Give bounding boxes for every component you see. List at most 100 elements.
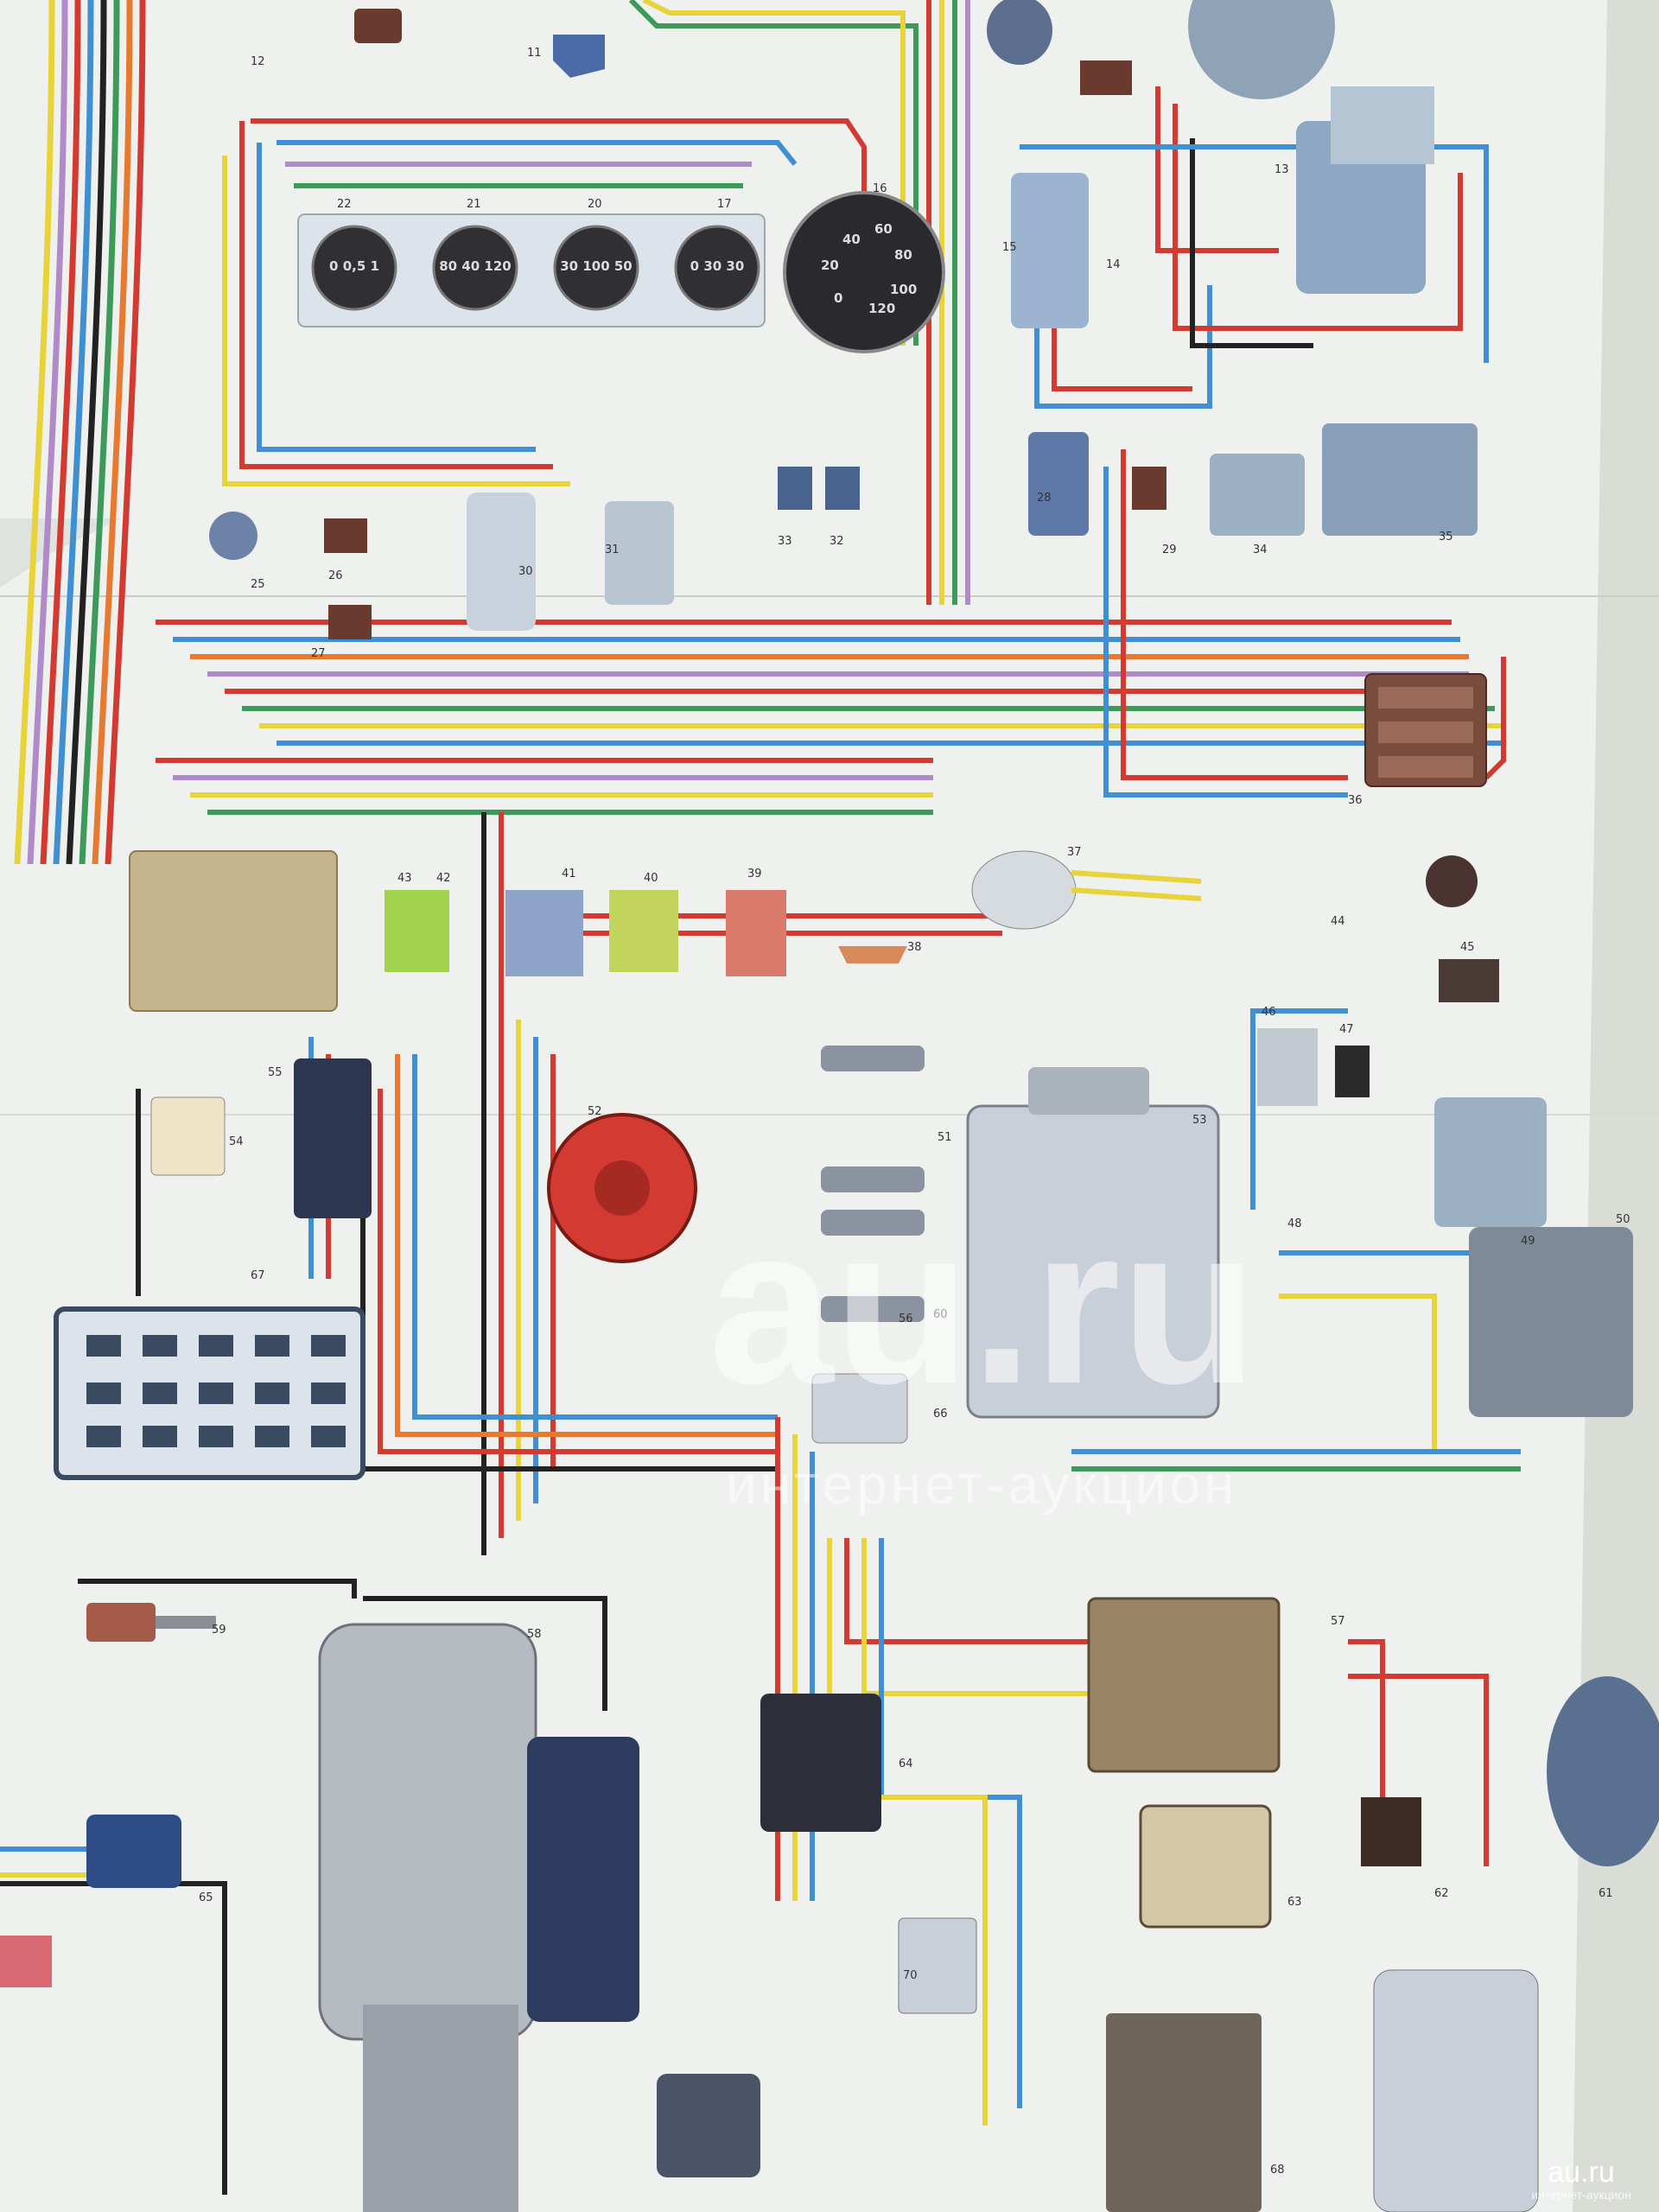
component-number: 51 <box>938 1131 952 1144</box>
component-number: 57 <box>1331 1615 1345 1628</box>
switch-component <box>1132 467 1166 510</box>
component-number: 30 <box>518 565 533 578</box>
component-number: 45 <box>1460 941 1475 954</box>
component-number: 41 <box>562 868 576 880</box>
component-number: 58 <box>527 1628 542 1641</box>
fuse-panel <box>54 1306 365 1480</box>
distributor-cap <box>1469 1227 1633 1417</box>
component-number: 54 <box>229 1135 244 1148</box>
switch-component <box>86 1815 181 1888</box>
sensor-component <box>385 890 449 972</box>
spark-plug <box>821 1166 925 1192</box>
poster-fold-right <box>1573 0 1659 2212</box>
instrument-panel: 0 0,5 1 22 80 40 120 21 30 100 50 20 0 3… <box>297 182 945 353</box>
speedometer-number: 16 <box>873 182 887 195</box>
component-number: 36 <box>1348 794 1363 807</box>
lamp-component <box>1426 855 1478 907</box>
gauge-number: 21 <box>467 198 481 211</box>
voltage-regulator <box>760 1694 881 1832</box>
component-number: 32 <box>830 535 844 548</box>
speedometer: 16 40 60 80 20 100 0 120 <box>783 182 945 353</box>
component-number: 26 <box>328 569 343 582</box>
watermark: au.ru интернет-аукцион <box>709 1180 1258 1516</box>
sensor-component <box>838 946 907 963</box>
plug-component <box>971 850 1077 930</box>
relay-component <box>1080 60 1132 95</box>
component-number: 12 <box>251 55 265 68</box>
component-number: 50 <box>1616 1213 1630 1226</box>
relay-component <box>324 518 367 553</box>
component-number: 56 <box>899 1313 913 1325</box>
component-labels: 12 11 13 14 15 33 32 30 31 25 26 27 28 2… <box>199 47 1630 2177</box>
left-wire-bundle <box>14 0 146 865</box>
component-number: 46 <box>1262 1006 1276 1019</box>
component-number: 42 <box>436 872 451 885</box>
component-number: 66 <box>933 1408 948 1421</box>
starter-relay <box>1011 173 1089 328</box>
sensor-component <box>505 890 583 976</box>
gauge-0: 0 0,5 1 22 <box>311 198 397 311</box>
spark-plug <box>821 1210 925 1236</box>
fuse-block <box>1364 673 1487 787</box>
component-number: 62 <box>1434 1887 1449 1900</box>
switch-component <box>1361 1797 1421 1866</box>
component-number: 67 <box>251 1269 265 1282</box>
gauge-scale: 80 40 120 <box>439 258 512 274</box>
component-number: 43 <box>397 872 412 885</box>
top-components <box>209 0 1478 639</box>
switch-component <box>209 512 257 560</box>
relay-box <box>129 850 338 1012</box>
middle-components <box>129 850 1633 1417</box>
speedometer-tick: 100 <box>890 282 917 297</box>
component-number: 44 <box>1331 915 1345 928</box>
motor-component <box>1434 1097 1547 1227</box>
heater-motor <box>1322 423 1478 536</box>
component-number: 38 <box>907 941 922 954</box>
wiper-gearbox <box>1331 86 1434 164</box>
gauge-number: 22 <box>337 198 352 211</box>
switch-component <box>328 605 372 639</box>
component-number: 33 <box>778 535 792 548</box>
poster-fold-left <box>0 518 121 588</box>
gauge-number: 17 <box>717 198 732 211</box>
lower-components <box>0 1597 1659 2212</box>
sender-component <box>467 493 536 631</box>
speedometer-tick: 60 <box>874 221 893 237</box>
component-number: 28 <box>1037 492 1052 505</box>
washer-reservoir <box>0 1936 52 1987</box>
component-number: 64 <box>899 1758 913 1770</box>
solenoid <box>527 1737 639 2022</box>
gauge-scale: 0 30 30 <box>690 258 745 274</box>
top-wire-runs <box>222 0 970 605</box>
switch-component <box>825 467 860 510</box>
lamp-component <box>987 0 1052 65</box>
component-number: 48 <box>1287 1217 1302 1230</box>
relay-component <box>605 501 674 605</box>
right-top-wires <box>1020 86 1489 798</box>
gauge-scale: 0 0,5 1 <box>329 258 379 274</box>
corner-logo-tagline: интернет-аукцион <box>1531 2188 1631 2202</box>
component-number: 65 <box>199 1891 213 1904</box>
component-number: 70 <box>903 1969 918 1982</box>
relay-regulator <box>1106 2013 1262 2212</box>
component-number: 15 <box>1002 241 1017 254</box>
middle-wire-bus <box>156 620 1506 815</box>
switch-component <box>86 1603 156 1642</box>
gauge-cluster-plate <box>297 213 766 327</box>
speedometer-tick: 120 <box>868 301 895 316</box>
motor-component <box>1373 1969 1539 2212</box>
gauge-3: 0 30 30 17 <box>674 198 760 311</box>
spark-plug <box>821 1296 925 1322</box>
component-number: 47 <box>1339 1023 1354 1036</box>
component-number: 60 <box>933 1308 948 1321</box>
starter-motor <box>318 1623 537 2041</box>
watermark-tagline: интернет-аукцион <box>726 1453 1238 1516</box>
engine-components <box>150 1046 1220 1444</box>
component-number: 27 <box>311 647 326 660</box>
component-number: 68 <box>1270 2164 1285 2177</box>
switch-component <box>778 467 812 510</box>
component-number: 37 <box>1067 846 1082 859</box>
component-number: 63 <box>1287 1896 1302 1909</box>
gauge-2: 30 100 50 20 <box>553 198 639 311</box>
